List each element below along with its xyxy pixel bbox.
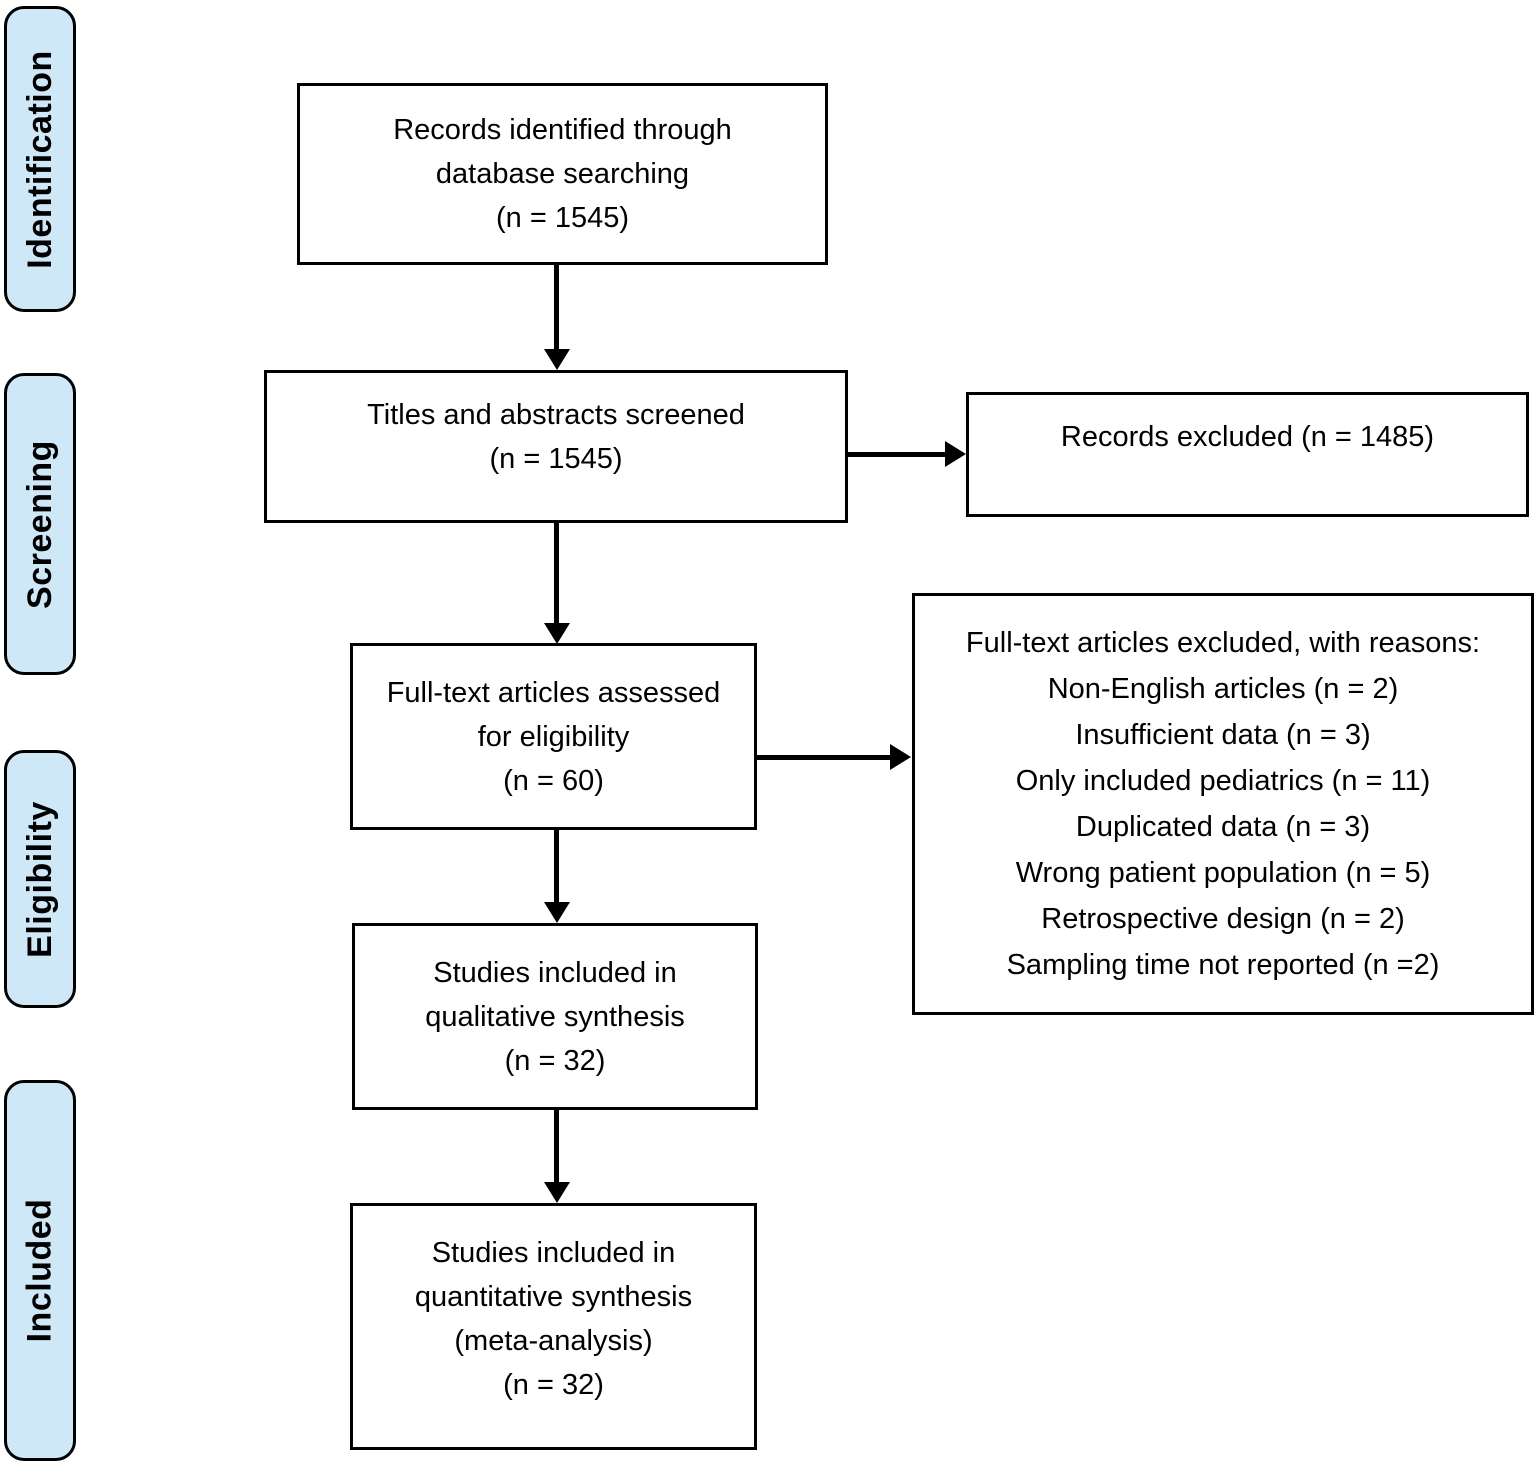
box-text-line: Sampling time not reported (n =2) (1006, 949, 1440, 981)
stage-identification: Identification (4, 6, 76, 312)
box-text-line: qualitative synthesis (425, 1000, 685, 1033)
arrow-stem (554, 1110, 559, 1182)
box-quantitative-synthesis: Studies included in quantitative synthes… (350, 1203, 757, 1450)
box-text-line: for eligibility (477, 720, 630, 753)
box-qualitative-synthesis: Studies included in qualitative synthesi… (352, 923, 758, 1110)
stage-screening-label: Screening (20, 439, 59, 609)
stage-identification-label: Identification (20, 49, 59, 269)
box-text-line: (meta-analysis) (454, 1325, 653, 1357)
arrow-head-down-icon (544, 1182, 570, 1203)
stage-screening: Screening (4, 373, 76, 675)
box-text-line: Only included pediatrics (n = 11) (1015, 765, 1431, 797)
box-text-line: quantitative synthesis (414, 1281, 693, 1313)
box-text-line: Records excluded (n = 1485) (1060, 421, 1435, 453)
stage-included: Included (4, 1080, 76, 1461)
arrow-head-down-icon (544, 623, 570, 644)
arrow-stem (757, 755, 890, 760)
arrow-stem (554, 830, 559, 902)
arrow-stem (554, 265, 559, 349)
box-text-line: Wrong patient population (n = 5) (1015, 857, 1431, 889)
arrow-head-right-icon (945, 441, 966, 467)
box-text-line: Full-text articles excluded, with reason… (965, 627, 1481, 659)
box-records-identified: Records identified through database sear… (297, 83, 828, 265)
box-text-line: Retrospective design (n = 2) (1041, 903, 1405, 935)
box-text-line: Insufficient data (n = 3) (1075, 719, 1371, 751)
box-records-excluded: Records excluded (n = 1485) (966, 392, 1529, 517)
box-text-line: Titles and abstracts screened (367, 398, 745, 431)
box-text-line: (n = 32) (503, 1369, 604, 1401)
arrow-head-right-icon (890, 744, 911, 770)
box-text-line: Records identified through (393, 114, 732, 146)
arrow-stem (848, 452, 945, 457)
box-fulltext-assessed: Full-text articles assessed for eligibil… (350, 643, 757, 830)
box-text-line: (n = 32) (504, 1044, 606, 1077)
box-text-line: (n = 1545) (489, 442, 623, 475)
box-text-line: (n = 60) (503, 764, 604, 797)
box-text-line: Non-English articles (n = 2) (1047, 673, 1399, 705)
box-text-line: database searching (435, 158, 690, 190)
box-text-line: Studies included in (431, 1237, 676, 1269)
arrow-head-down-icon (544, 349, 570, 370)
box-text-line: Full-text articles assessed (386, 676, 721, 709)
box-text-line: Studies included in (433, 956, 677, 989)
arrow-head-down-icon (544, 902, 570, 923)
stage-eligibility: Eligibility (4, 750, 76, 1008)
box-text-line: Duplicated data (n = 3) (1075, 811, 1371, 843)
arrow-stem (554, 523, 559, 623)
box-titles-screened: Titles and abstracts screened (n = 1545) (264, 370, 848, 523)
stage-eligibility-label: Eligibility (20, 800, 59, 958)
stage-included-label: Included (20, 1198, 59, 1343)
box-fulltext-excluded-reasons: Full-text articles excluded, with reason… (912, 593, 1534, 1015)
box-text-line: (n = 1545) (495, 202, 629, 234)
